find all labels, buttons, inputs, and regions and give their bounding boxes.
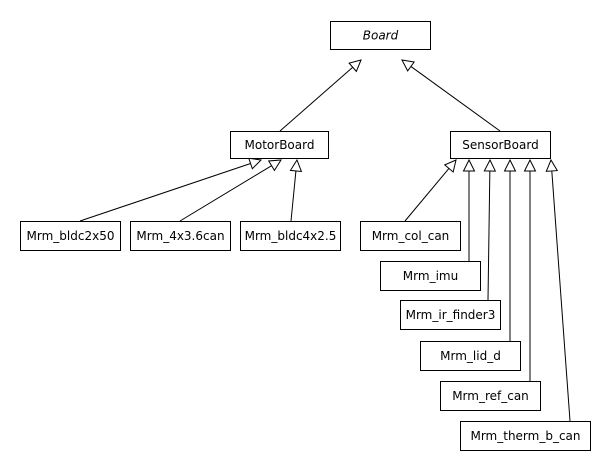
class-label: SensorBoard <box>462 138 538 152</box>
class-node-motorboard[interactable]: MotorBoard <box>230 131 329 159</box>
class-node-mrm_therm_b_can[interactable]: Mrm_therm_b_can <box>460 421 591 451</box>
hollow-triangle-arrowhead <box>443 159 457 173</box>
class-label: Mrm_bldc2x50 <box>27 229 115 243</box>
inheritance-line <box>410 66 501 132</box>
hollow-triangle-arrowhead <box>523 158 537 172</box>
class-box <box>420 341 521 371</box>
class-node-mrm_imu[interactable]: Mrm_imu <box>380 261 481 291</box>
class-box <box>450 131 551 159</box>
class-label: Mrm_lid_d <box>440 349 501 363</box>
inheritance-line <box>551 170 571 422</box>
class-label: Mrm_imu <box>403 269 458 283</box>
class-label: Board <box>363 29 399 43</box>
inheritance-line <box>79 163 251 222</box>
class-node-mrm_ref_can[interactable]: Mrm_ref_can <box>440 381 541 411</box>
class-node-mrm_col_can[interactable]: Mrm_col_can <box>360 221 461 251</box>
inheritance-line <box>290 170 297 222</box>
inheritance-line <box>179 165 272 222</box>
hollow-triangle-arrowhead <box>503 158 517 172</box>
class-box <box>230 131 329 159</box>
class-label: Mrm_ref_can <box>452 389 529 403</box>
class-box <box>130 221 231 251</box>
hollow-triangle-arrowhead <box>545 158 559 172</box>
edge-mrm_4x3_6can-to-motorboard <box>179 159 282 222</box>
class-label: Mrm_bldc4x2.5 <box>245 229 337 243</box>
class-label: Mrm_4x3.6can <box>136 229 224 243</box>
class-box <box>380 261 481 291</box>
class-label: MotorBoard <box>245 138 315 152</box>
class-box <box>20 221 121 251</box>
class-node-mrm_bldc2x50[interactable]: Mrm_bldc2x50 <box>20 221 121 251</box>
hollow-triangle-arrowhead <box>348 59 362 73</box>
edge-mrm_bldc4x2_5-to-motorboard <box>289 158 303 222</box>
class-node-sensorboard[interactable]: SensorBoard <box>450 131 551 159</box>
class-node-mrm_ir_finder3[interactable]: Mrm_ir_finder3 <box>400 300 501 330</box>
edge-mrm_therm_b_can-to-sensorboard <box>545 158 571 422</box>
class-box <box>240 221 341 251</box>
class-node-mrm_4x3_6can[interactable]: Mrm_4x3.6can <box>130 221 231 251</box>
class-node-board[interactable]: Board <box>330 21 431 50</box>
inheritance-line <box>487 170 491 301</box>
edge-mrm_bldc2x50-to-motorboard <box>79 157 263 222</box>
hollow-triangle-arrowhead <box>267 159 282 172</box>
hollow-triangle-arrowhead <box>289 158 303 173</box>
hollow-triangle-arrowhead <box>462 158 476 172</box>
class-node-mrm_lid_d[interactable]: Mrm_lid_d <box>420 341 521 371</box>
edge-mrm_lid_d-to-sensorboard <box>503 158 517 341</box>
class-node-mrm_bldc4x2_5[interactable]: Mrm_bldc4x2.5 <box>240 221 341 251</box>
inheritance-edges <box>79 59 571 422</box>
class-label: Mrm_ir_finder3 <box>406 308 496 322</box>
class-box <box>360 221 461 251</box>
hollow-triangle-arrowhead <box>248 157 263 170</box>
inheritance-line <box>404 168 450 222</box>
inheritance-line <box>279 66 354 132</box>
edge-motorboard-to-board <box>279 59 362 132</box>
edge-mrm_col_can-to-sensorboard <box>404 159 457 222</box>
class-box <box>400 300 501 330</box>
edge-mrm_ir_finder3-to-sensorboard <box>483 158 497 301</box>
class-box <box>460 421 591 451</box>
class-box <box>440 381 541 411</box>
edge-mrm_ref_can-to-sensorboard <box>523 158 537 381</box>
hollow-triangle-arrowhead <box>401 59 416 72</box>
class-box <box>330 21 431 50</box>
edge-sensorboard-to-board <box>401 59 501 132</box>
hollow-triangle-arrowhead <box>483 158 497 172</box>
class-label: Mrm_col_can <box>372 229 450 243</box>
class-label: Mrm_therm_b_can <box>470 429 580 443</box>
edge-mrm_imu-to-sensorboard <box>462 158 476 261</box>
